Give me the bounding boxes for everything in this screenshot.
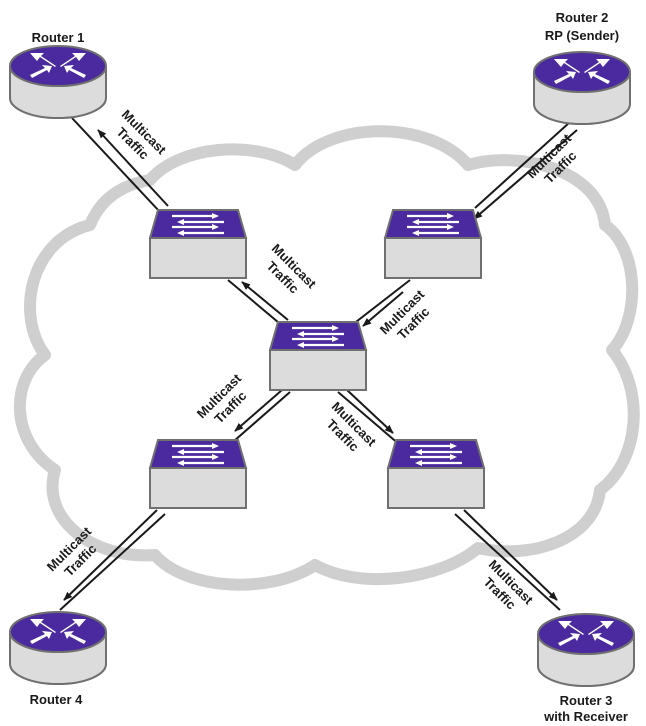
switch-top-right: [383, 208, 483, 280]
arrow-to-router4: [63, 509, 158, 601]
arrow-to-router1: [97, 129, 169, 207]
router-2: Router 2 RP (Sender): [533, 10, 631, 125]
router-2-label-line2: RP (Sender): [545, 28, 619, 43]
link-tr-center: [351, 279, 411, 326]
router-icon: [9, 611, 107, 685]
router-3-label-line1: Router 3: [560, 693, 613, 708]
switch-bottom-right: [386, 438, 486, 510]
router-4-label: Router 4: [30, 692, 84, 707]
link-r1-tl: [71, 117, 161, 213]
traffic-label-r3: Multicast Traffic: [481, 557, 537, 613]
arrow-from-router2: [473, 129, 578, 220]
link-bl-r4: [59, 513, 166, 611]
link-br-r3: [454, 513, 561, 611]
traffic-label-r1: Multicast Traffic: [114, 107, 170, 163]
router-icon: [9, 45, 107, 119]
router-icon: [537, 613, 635, 687]
switch-top-left: [148, 208, 248, 280]
arrow-center-to-bl: [234, 389, 283, 432]
router-4: Router 4: [9, 611, 107, 707]
router-1-label: Router 1: [32, 30, 85, 45]
arrow-to-router3: [463, 509, 558, 601]
arrow-tr-to-center: [362, 291, 404, 327]
arrow-center-to-tl: [241, 281, 289, 321]
router-3-label-line2: with Receiver: [543, 709, 628, 724]
link-center-br: [337, 391, 401, 446]
switch-center: [268, 320, 368, 392]
link-center-bl: [225, 391, 291, 449]
router-2-label-line1: Router 2: [556, 10, 609, 25]
router-1: Router 1: [9, 30, 107, 119]
router-icon: [533, 51, 631, 125]
router-3: Router 3 with Receiver: [537, 613, 635, 724]
arrow-center-to-br: [346, 389, 394, 434]
switch-bottom-left: [148, 438, 248, 510]
links: [59, 117, 578, 611]
link-tl-center: [227, 279, 286, 329]
link-r2-tr: [474, 121, 571, 209]
